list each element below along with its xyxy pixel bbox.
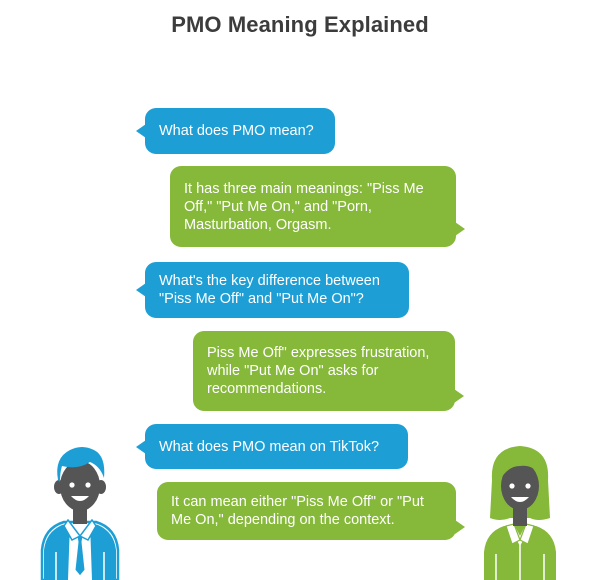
answer-bubble-3: It can mean either "Piss Me Off" or "Put… bbox=[157, 482, 465, 540]
man-avatar-icon bbox=[40, 447, 120, 580]
answer-text-1: It has three main meanings: "Piss Me Off… bbox=[184, 180, 424, 233]
question-text-2: What's the key difference between "Piss … bbox=[159, 273, 380, 307]
bubble-tail bbox=[455, 520, 465, 534]
bubble-tail bbox=[455, 222, 465, 236]
answer-bubble-2: Piss Me Off" expresses frustration, whil… bbox=[193, 331, 464, 411]
question-bubble-3: What does PMO mean on TikTok? bbox=[136, 424, 408, 469]
woman-avatar-icon bbox=[484, 446, 556, 580]
answer-bubble-1: It has three main meanings: "Piss Me Off… bbox=[170, 166, 465, 247]
diagram-title: PMO Meaning Explained bbox=[171, 12, 429, 37]
answer-text-3: It can mean either "Piss Me Off" or "Put… bbox=[171, 494, 424, 528]
question-text-3: What does PMO mean on TikTok? bbox=[159, 438, 380, 455]
question-text-1: What does PMO mean? bbox=[159, 123, 314, 139]
question-bubble-1: What does PMO mean? bbox=[136, 108, 335, 154]
question-bubble-2: What's the key difference between "Piss … bbox=[136, 262, 409, 318]
bubble-tail bbox=[136, 283, 146, 297]
bubble-tail bbox=[136, 124, 146, 138]
bubble-tail bbox=[454, 389, 464, 403]
bubble-tail bbox=[136, 439, 146, 454]
answer-text-2: Piss Me Off" expresses frustration, whil… bbox=[207, 345, 430, 397]
